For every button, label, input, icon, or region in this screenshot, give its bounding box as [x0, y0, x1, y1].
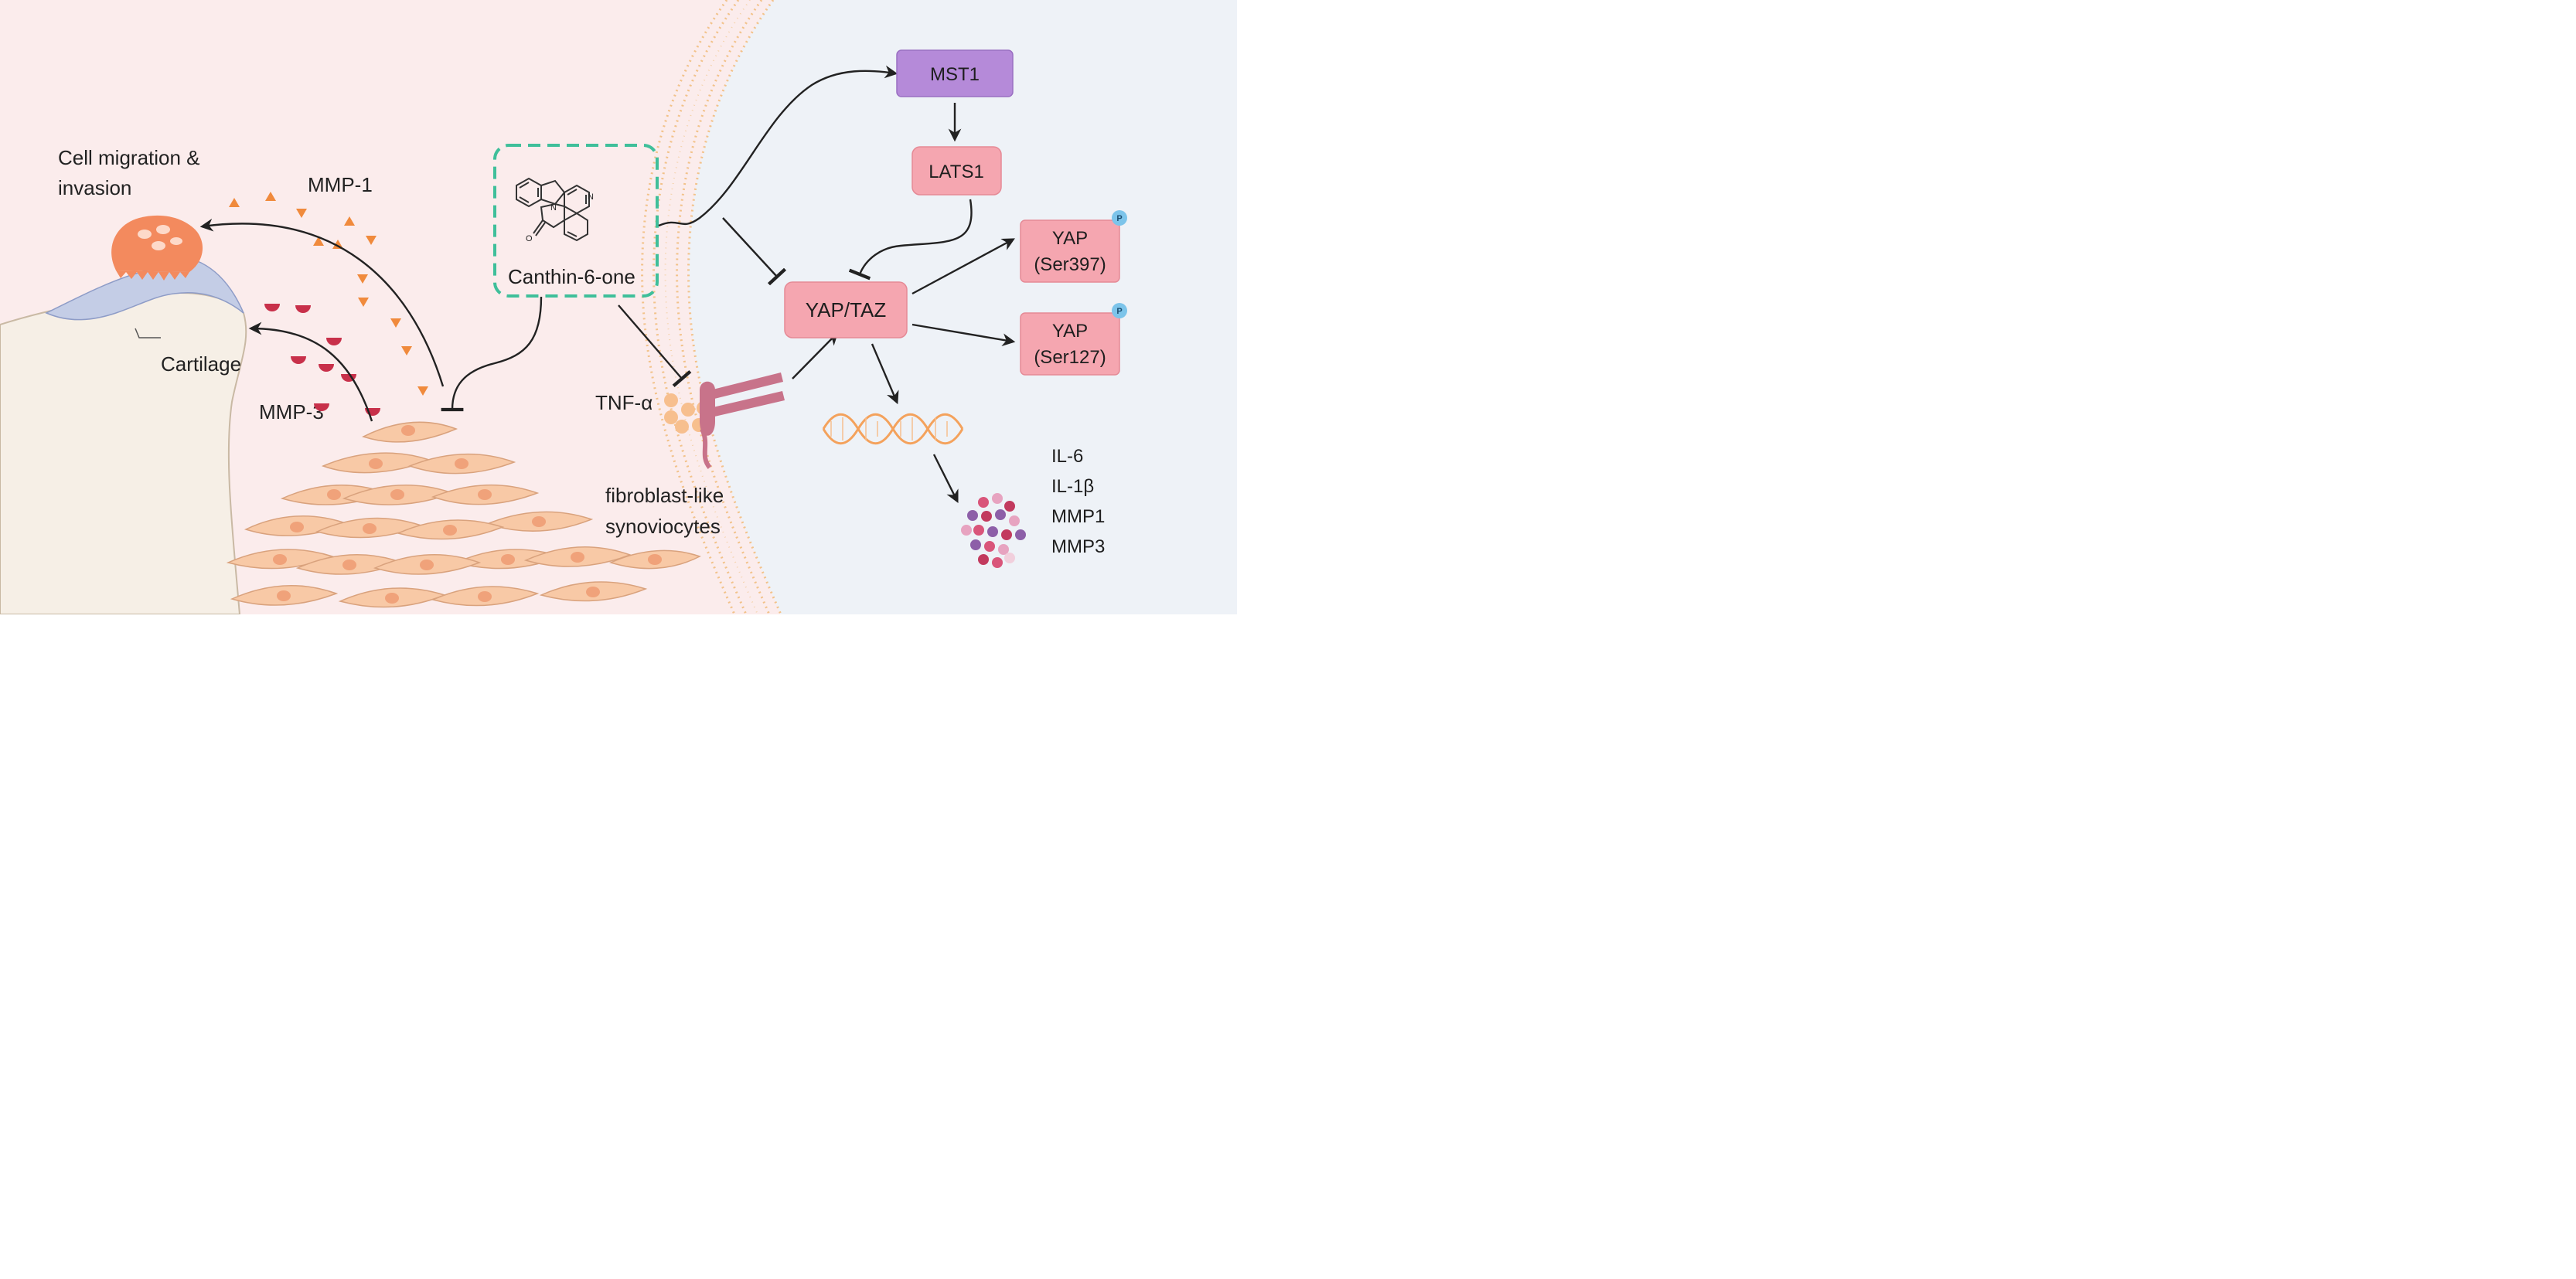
- fls-label-2: synoviocytes: [605, 515, 721, 538]
- output-mmp1: MMP1: [1051, 506, 1105, 527]
- cell-migration-label-1: Cell migration &: [58, 146, 200, 169]
- phospho-label-2: P: [1116, 307, 1122, 316]
- yap-to-dna-arrow: [871, 343, 899, 405]
- molecule-o-atom: O: [526, 234, 533, 243]
- lats1-node: [911, 146, 1002, 196]
- lats1-inhibits-yap: [848, 199, 973, 281]
- fls-label-1: fibroblast-like: [605, 484, 724, 507]
- phospho-badge-2: [1112, 303, 1127, 318]
- yap-to-ser127-arrow: [911, 323, 1016, 347]
- dna-helix-icon: [822, 413, 964, 445]
- mmp3-to-cartilage-arrow: [248, 321, 373, 422]
- fibroblast-cells: [226, 421, 701, 608]
- phospho-label-1: P: [1116, 214, 1122, 223]
- bone-tissue: [0, 292, 247, 614]
- cytokine-cluster-icon: [961, 493, 1026, 568]
- yap-to-ser397-arrow: [911, 238, 1015, 295]
- compound-inhibits-yap: [722, 217, 787, 286]
- mmp1-to-cell-arrow: [199, 218, 445, 387]
- mst1-node: [896, 49, 1014, 97]
- cell-migration-label-2: invasion: [58, 176, 131, 199]
- yap-taz-node: [784, 281, 908, 338]
- phospho-badge-1: [1112, 210, 1127, 226]
- yap-ser397-label-2: (Ser397): [1034, 254, 1106, 275]
- pathway-diagram: Cell migration & invasion MMP-1 MMP-3 Ca…: [0, 0, 1237, 614]
- mmp1-label: MMP-1: [308, 173, 373, 196]
- receptor-icon: [700, 372, 785, 469]
- diagram-canvas: Cell migration & invasion MMP-1 MMP-3 Ca…: [0, 0, 1237, 614]
- compound-inhibits-fls: [441, 296, 543, 412]
- compound-label: Canthin-6-one: [508, 265, 635, 288]
- yap-ser397-node: [1020, 219, 1120, 283]
- cartilage-pointer: [135, 328, 161, 338]
- yap-taz-label: YAP/TAZ: [806, 298, 887, 321]
- compound-activates-mst1: [658, 65, 898, 227]
- invading-cell-icon: [111, 215, 203, 281]
- receptor-to-yap-arrow: [792, 332, 839, 379]
- mst1-label: MST1: [930, 64, 980, 85]
- mmp3-molecules: [264, 304, 380, 416]
- molecule-n-atom-2: N: [588, 192, 594, 202]
- molecule-structure-icon: [516, 177, 590, 242]
- yap-ser397-label-1: YAP: [1052, 228, 1088, 249]
- lats1-label: LATS1: [929, 162, 984, 182]
- compound-box: [493, 144, 659, 298]
- yap-ser127-node: [1020, 312, 1120, 376]
- dna-to-cytokines-arrow: [932, 454, 959, 504]
- compound-inhibits-tnf: [618, 304, 692, 388]
- molecule-n-atom-1: N: [550, 203, 557, 213]
- output-il1b: IL-1β: [1051, 476, 1094, 497]
- output-mmp3: MMP3: [1051, 536, 1105, 557]
- cytoplasm-background: [688, 0, 1237, 614]
- mmp3-label: MMP-3: [259, 400, 324, 423]
- output-il6: IL-6: [1051, 446, 1083, 467]
- tnf-label: TNF-α: [595, 391, 653, 414]
- yap-ser127-label-1: YAP: [1052, 321, 1088, 342]
- cartilage-label: Cartilage: [161, 352, 241, 376]
- yap-ser127-label-2: (Ser127): [1034, 347, 1106, 368]
